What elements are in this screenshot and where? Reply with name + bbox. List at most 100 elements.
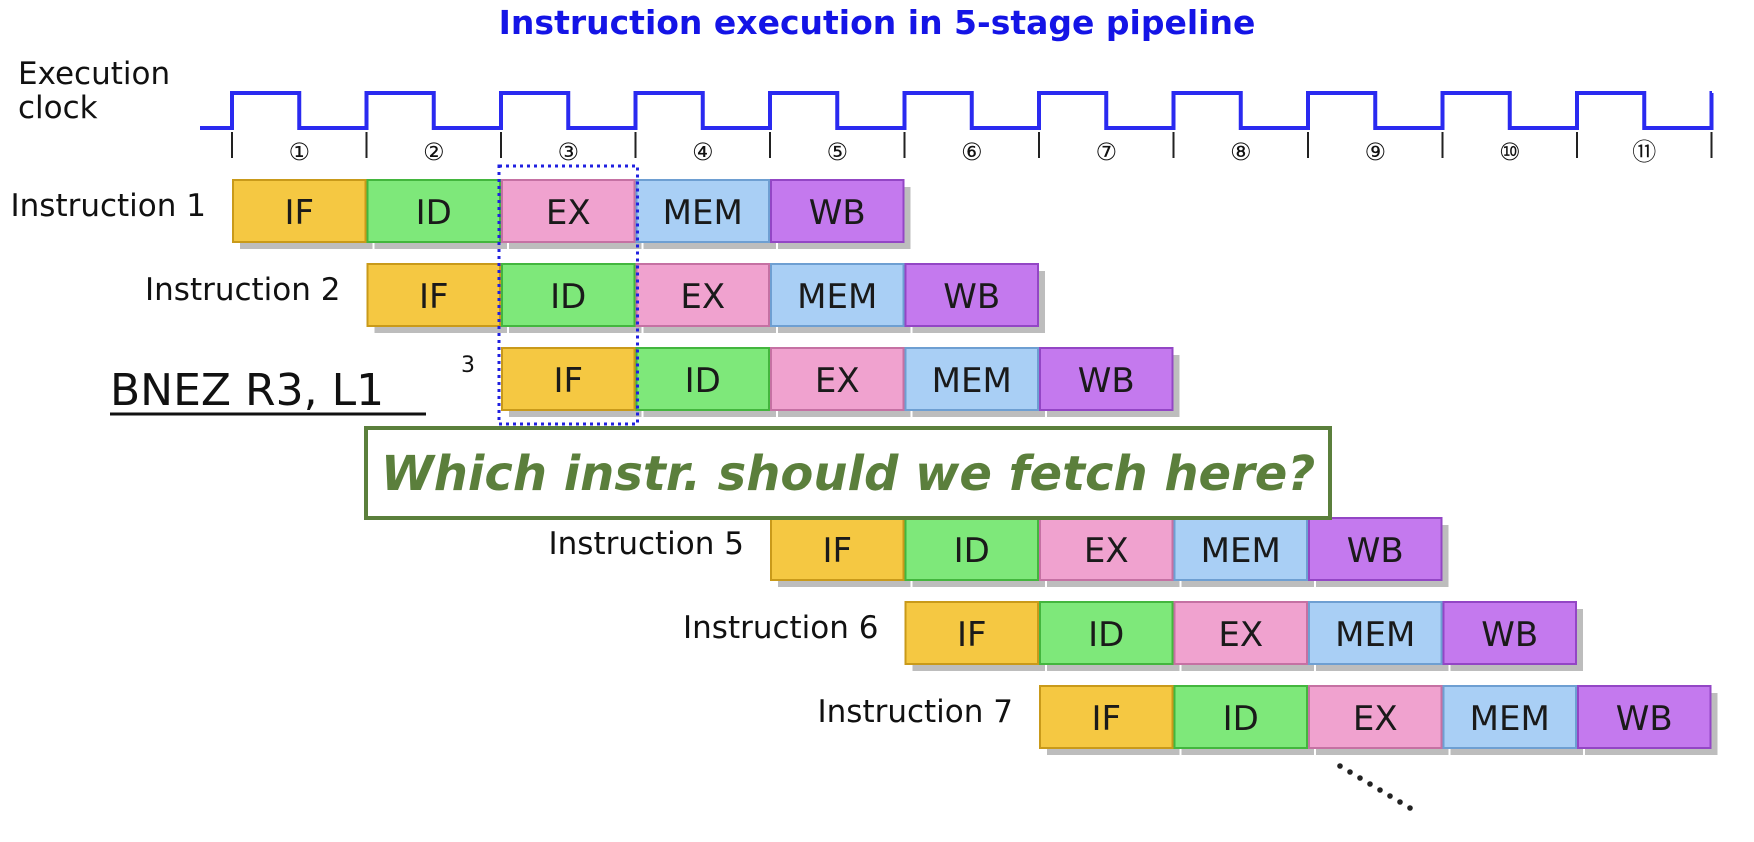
instruction-label: Instruction 5 [549, 526, 745, 562]
cycle-number-11: ⑪ [1632, 138, 1656, 166]
stage-box-id [635, 347, 770, 411]
stage-label: EX [546, 193, 591, 233]
cycle-ticks [231, 132, 1713, 158]
question-text: Which instr. should we fetch here? [381, 446, 1315, 502]
stage-label: IF [822, 531, 852, 571]
stage-label: WB [943, 277, 1000, 317]
stage-label: WB [1616, 699, 1673, 739]
stage-box-if [232, 179, 367, 243]
stage-label: IF [284, 193, 314, 233]
cycle-number-5: ⑤ [826, 138, 848, 166]
cycle-number-6: ⑥ [961, 138, 983, 166]
stage-label: ID [1223, 699, 1259, 739]
stage-label: MEM [797, 277, 877, 317]
stage-label: ID [685, 361, 721, 401]
stage-box-mem [770, 263, 905, 327]
stage-label: ID [954, 531, 990, 571]
cycle-numbers: ① ② ③ ④ ⑤ ⑥ ⑦ ⑧ ⑨ ⑩ ⑪ [288, 138, 1656, 166]
stage-box-wb [904, 263, 1039, 327]
stage-box-id [1039, 601, 1174, 665]
instruction-label: Instruction 1 [11, 188, 207, 224]
stage-label: ID [1088, 615, 1124, 655]
stage-label: MEM [1335, 615, 1415, 655]
stage-label: MEM [663, 193, 743, 233]
cycle-number-4: ④ [692, 138, 714, 166]
instruction-label: 3 [461, 353, 475, 378]
stage-label: WB [1078, 361, 1135, 401]
stage-box-if [770, 517, 905, 581]
stage-box-id [366, 179, 501, 243]
cycle-number-2: ② [423, 138, 445, 166]
continuation-dot [1387, 793, 1393, 799]
stage-label: IF [419, 277, 449, 317]
stage-box-id [1173, 685, 1308, 749]
stage-box-if [904, 601, 1039, 665]
instruction-row: Instruction 5 IF ID EX MEM WB [549, 517, 1449, 587]
stage-box-mem [1308, 601, 1443, 665]
stage-box-if [366, 263, 501, 327]
instruction-row: Instruction 7 IF ID EX MEM WB [818, 685, 1718, 755]
continuation-dot [1357, 775, 1363, 781]
cycle-highlight-box [497, 164, 639, 426]
clock-waveform [200, 91, 1714, 130]
stage-label: IF [957, 615, 987, 655]
stage-box-mem [1442, 685, 1577, 749]
continuation-dot [1407, 805, 1413, 811]
instruction-label: Instruction 7 [818, 694, 1014, 730]
stage-label: WB [1481, 615, 1538, 655]
cycle-number-10: ⑩ [1499, 138, 1521, 166]
continuation-dot [1347, 769, 1353, 775]
stage-label: EX [1084, 531, 1129, 571]
stage-label: EX [1353, 699, 1398, 739]
cycle-number-3: ③ [557, 138, 579, 166]
instruction-label: Instruction 2 [145, 272, 341, 308]
stage-box-id [904, 517, 1039, 581]
stage-box-if [1039, 685, 1174, 749]
branch-instruction-label: BNEZ R3, L1 [110, 365, 384, 416]
stage-box-wb [1039, 347, 1174, 411]
stage-label: ID [550, 277, 586, 317]
stage-box-ex [770, 347, 905, 411]
continuation-dot [1367, 781, 1373, 787]
continuation-dot [1337, 763, 1343, 769]
stage-box-wb [770, 179, 905, 243]
cycle-number-8: ⑧ [1230, 138, 1252, 166]
stage-box-if [501, 347, 636, 411]
clock-label-line1: Execution [18, 56, 170, 92]
stage-label: ID [416, 193, 452, 233]
diagram-title: Instruction execution in 5-stage pipelin… [499, 3, 1256, 42]
stage-label: EX [1218, 615, 1263, 655]
continuation-dot [1377, 787, 1383, 793]
clock-label-line2: clock [18, 90, 98, 126]
instruction-row: Instruction 6 IF ID EX MEM WB [683, 601, 1583, 671]
stage-box-mem [904, 347, 1039, 411]
stage-box-ex [635, 263, 770, 327]
stage-box-wb [1442, 601, 1577, 665]
stage-box-wb [1308, 517, 1443, 581]
stage-box-wb [1577, 685, 1712, 749]
stage-label: EX [815, 361, 860, 401]
stage-label: MEM [1201, 531, 1281, 571]
cycle-number-7: ⑦ [1095, 138, 1117, 166]
cycle-number-9: ⑨ [1364, 138, 1386, 166]
instruction-label: Instruction 6 [683, 610, 879, 646]
stage-label: IF [1091, 699, 1121, 739]
stage-box-ex [1308, 685, 1443, 749]
stage-box-ex [501, 179, 636, 243]
stage-box-ex [1173, 601, 1308, 665]
question-callout-box [364, 426, 1332, 520]
stage-label: EX [680, 277, 725, 317]
stage-label: WB [1347, 531, 1404, 571]
stage-label: WB [809, 193, 866, 233]
continuation-dot [1397, 799, 1403, 805]
stage-label: MEM [1470, 699, 1550, 739]
continuation-dots [1337, 763, 1413, 811]
instruction-row: Instruction 1 IF ID EX MEM WB [11, 179, 911, 249]
stage-box-id [501, 263, 636, 327]
cycle-number-1: ① [288, 138, 310, 166]
stage-label: MEM [932, 361, 1012, 401]
instruction-row: Instruction 2 IF ID EX MEM WB [145, 263, 1045, 333]
